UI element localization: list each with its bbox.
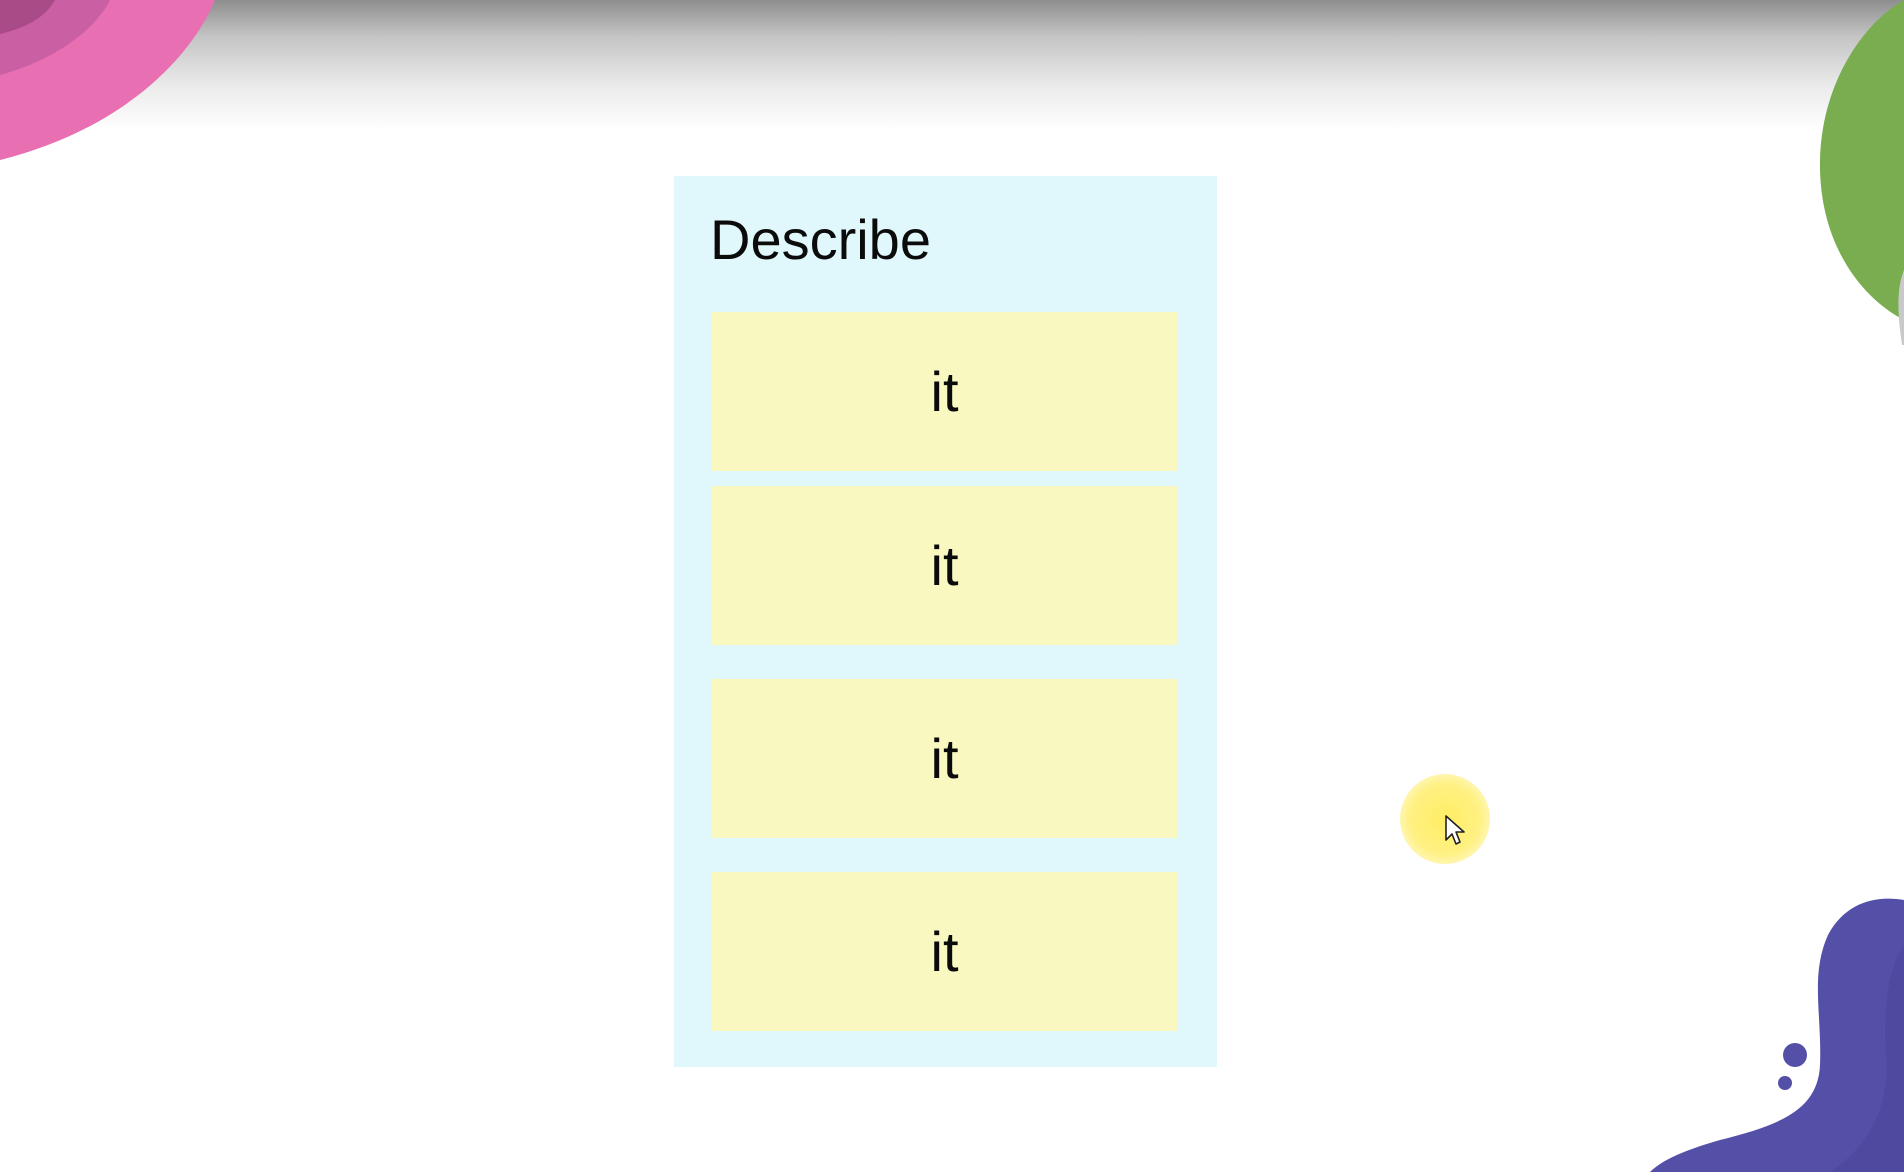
card-title: Describe <box>710 208 931 271</box>
item-label: it <box>930 359 959 423</box>
pink-blob-decoration <box>0 0 215 160</box>
draggable-item-3[interactable]: it <box>712 679 1177 838</box>
draggable-item-4[interactable]: it <box>712 872 1177 1031</box>
cursor-halo <box>1400 774 1490 864</box>
item-label: it <box>930 533 959 597</box>
item-label: it <box>930 726 959 790</box>
cursor-highlight <box>1400 774 1490 864</box>
mouse-pointer-icon <box>1445 815 1465 845</box>
describe-card: Describe it it it it <box>674 176 1217 1067</box>
top-shadow-band <box>0 0 1904 130</box>
purple-wave-blob-decoration <box>1650 898 1904 1172</box>
green-blob-decoration <box>1819 0 1904 345</box>
draggable-item-1[interactable]: it <box>712 312 1177 471</box>
item-label: it <box>930 919 959 983</box>
draggable-item-2[interactable]: it <box>712 486 1177 645</box>
